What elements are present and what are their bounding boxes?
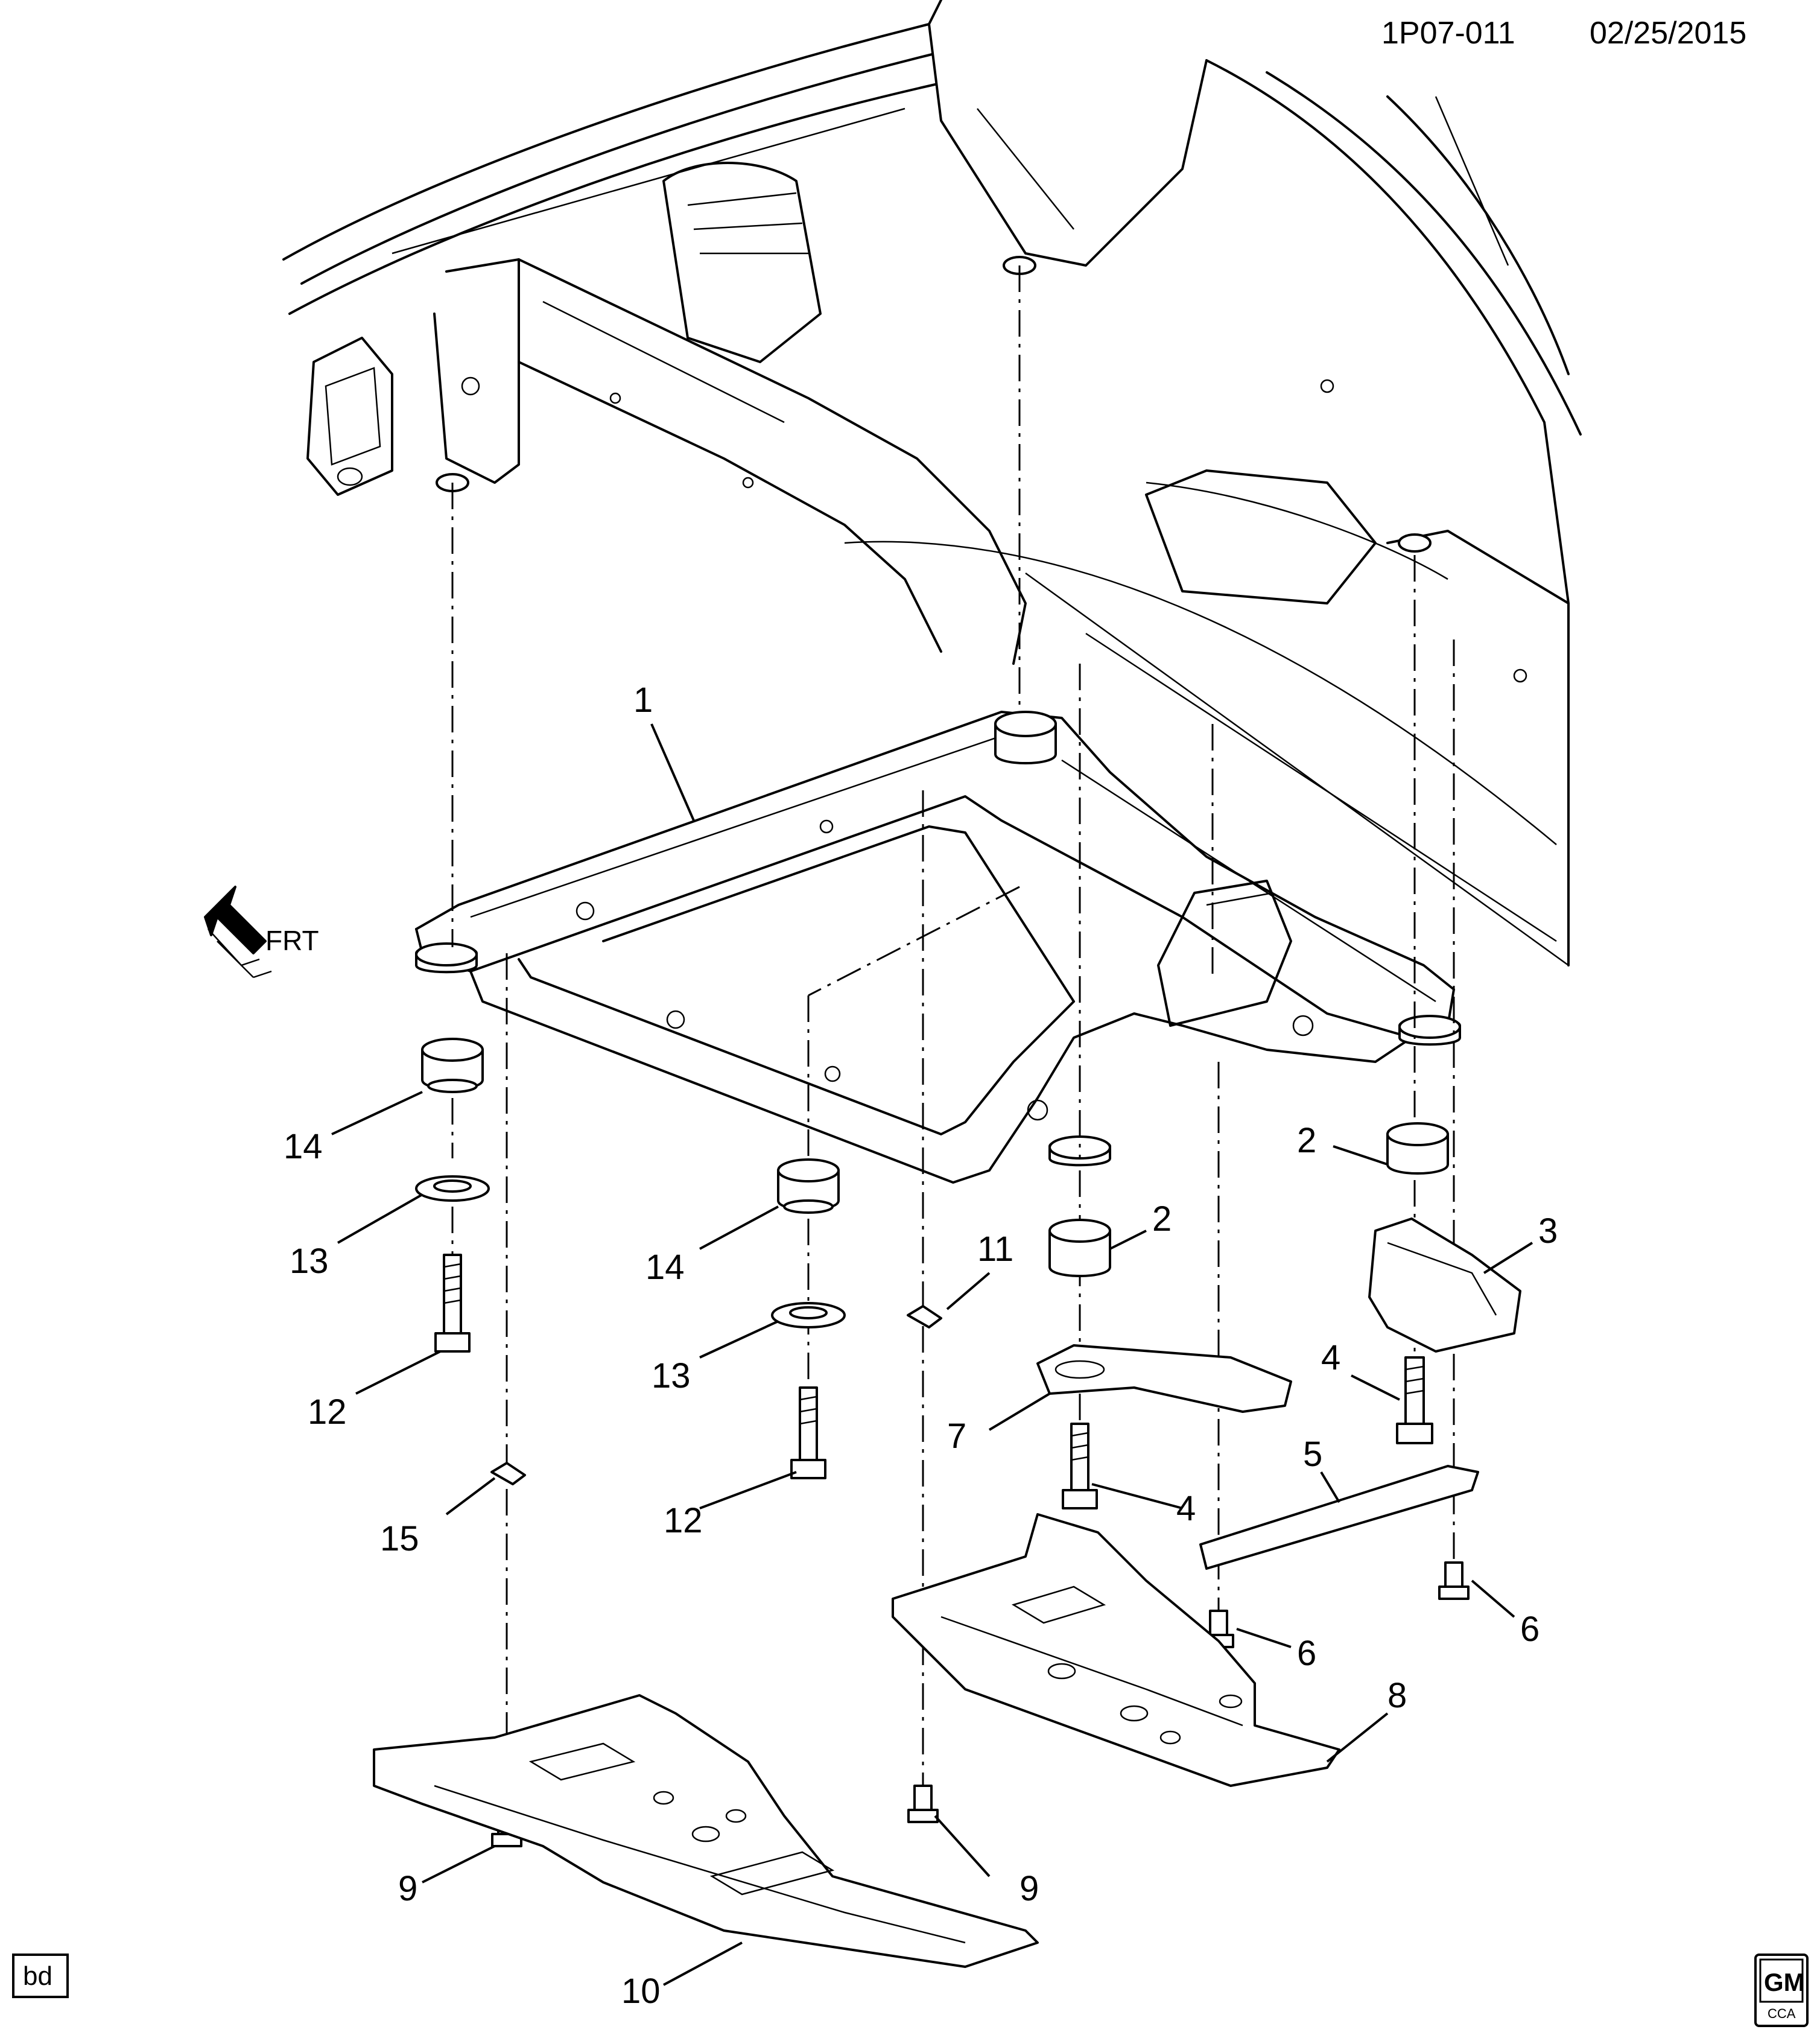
insulator-upper-left	[421, 1038, 484, 1093]
front-arrow-icon	[204, 886, 267, 954]
callout-2-right: 2	[1297, 1121, 1316, 1160]
bolt-9-right	[907, 1785, 939, 1823]
insulator-2-right	[1386, 1122, 1449, 1175]
footer-code: bd	[23, 1961, 52, 1991]
bolt-left	[434, 1254, 471, 1353]
callout-14-left: 14	[284, 1127, 323, 1166]
callout-13-left: 13	[290, 1242, 329, 1281]
leader-lines	[331, 723, 1533, 1986]
callout-11: 11	[977, 1230, 1013, 1269]
bolt-center	[790, 1386, 826, 1479]
clip-15	[490, 1462, 526, 1485]
callout-9-right: 9	[1019, 1869, 1039, 1908]
frame-cradle	[415, 711, 1461, 1184]
footer-code-box: bd	[12, 1954, 69, 1998]
vehicle-body-structure	[282, 0, 1582, 966]
callout-2-center: 2	[1152, 1199, 1172, 1239]
gm-logo-text: GM	[1764, 1968, 1805, 1996]
bracket-3	[1368, 1217, 1521, 1353]
callout-9-left: 9	[398, 1869, 417, 1908]
callout-8: 8	[1387, 1676, 1407, 1715]
callout-5: 5	[1303, 1435, 1322, 1474]
diagram-id: 1P07-011	[1381, 16, 1515, 51]
callout-6-left: 6	[1297, 1634, 1316, 1673]
parts	[373, 1038, 1521, 1968]
callout-10: 10	[621, 1972, 661, 2011]
clip-11	[907, 1305, 942, 1328]
washer-center	[771, 1302, 846, 1328]
assembly-lines	[451, 265, 1455, 1810]
callout-4-center: 4	[1176, 1489, 1196, 1528]
gm-logo: GM CCA	[1754, 1954, 1809, 2027]
callout-3: 3	[1538, 1211, 1558, 1251]
insulator-2-center	[1048, 1219, 1111, 1277]
bolt-4-right	[1396, 1356, 1433, 1444]
callout-12-left: 12	[308, 1392, 347, 1432]
callout-1: 1	[633, 681, 653, 720]
washer-left	[415, 1175, 490, 1202]
gm-logo-sub: CCA	[1768, 2006, 1796, 2021]
callout-6-right: 6	[1520, 1610, 1540, 1649]
front-direction-indicator: FRT	[204, 886, 319, 979]
callout-13-center: 13	[652, 1356, 691, 1395]
brace-5	[1199, 1465, 1479, 1570]
bolt-4-center	[1062, 1423, 1098, 1509]
callout-15: 15	[380, 1519, 419, 1558]
shield-10	[373, 1694, 1039, 1968]
insulator-center	[777, 1158, 840, 1214]
callout-4-right: 4	[1321, 1338, 1340, 1377]
bolt-6-right	[1438, 1561, 1470, 1600]
callout-12-center: 12	[664, 1501, 703, 1540]
callout-labels: 1 2 2 3 4 4 5 6 6 7 8 9 9 10 11 12 12 13…	[284, 681, 1558, 2011]
bracket-7	[1036, 1344, 1292, 1413]
callout-14-center: 14	[645, 1248, 685, 1287]
diagram-date: 02/25/2015	[1590, 16, 1746, 51]
shield-8	[892, 1513, 1340, 1787]
callout-7: 7	[947, 1417, 966, 1456]
front-label: FRT	[265, 925, 319, 956]
